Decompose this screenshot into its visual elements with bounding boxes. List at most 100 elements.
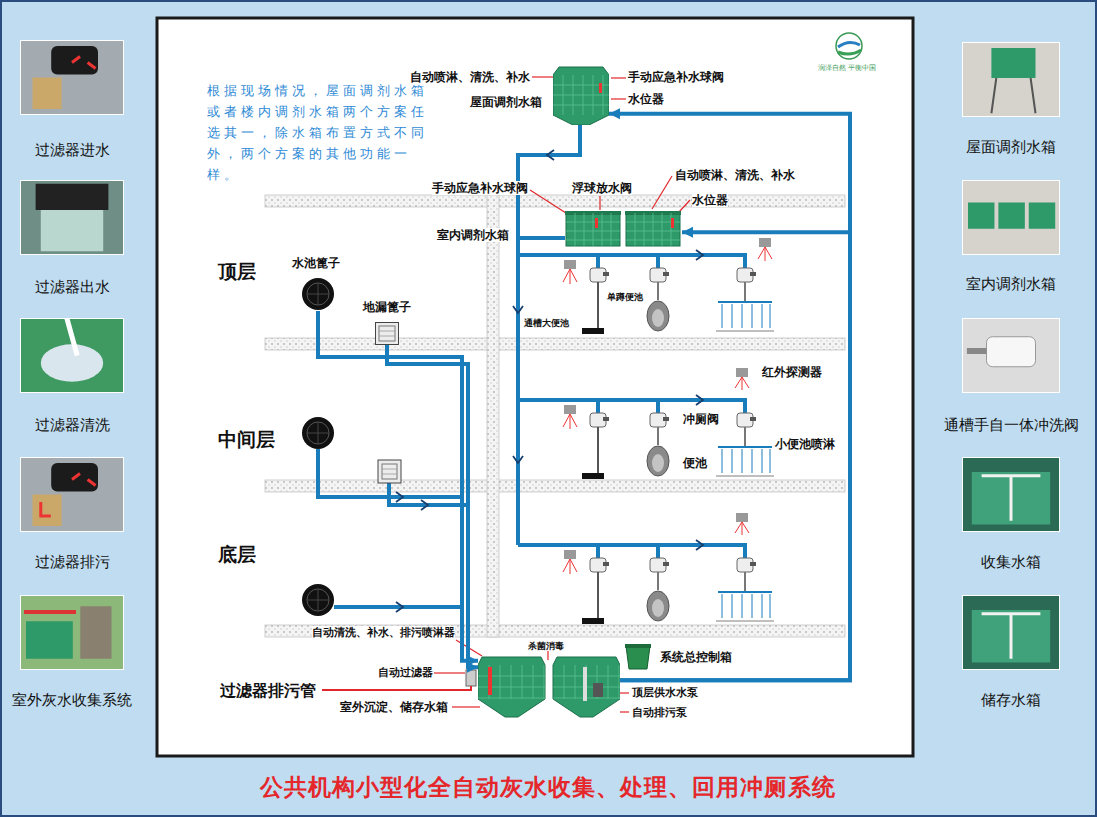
photo xyxy=(982,476,1041,521)
infrared-sensor xyxy=(735,238,772,535)
photo xyxy=(32,78,61,110)
equipment-shape xyxy=(635,213,636,246)
part-label: 手动应急补水球阀 xyxy=(432,181,528,195)
floor-drain xyxy=(382,464,397,479)
leader-line xyxy=(679,200,690,212)
floor-drain xyxy=(307,422,329,444)
equipment-shape xyxy=(564,665,565,699)
leader-line xyxy=(620,692,629,693)
fixture-group xyxy=(518,545,774,624)
photo xyxy=(20,457,124,532)
leader-line xyxy=(652,176,672,209)
arrowhead xyxy=(682,227,693,238)
photo xyxy=(962,180,1060,255)
leader-line xyxy=(620,711,629,712)
equipment-node: 地漏篦子 xyxy=(375,322,399,345)
equipment-shape xyxy=(301,277,335,311)
part-label: 手动应急补水球阀 xyxy=(628,70,724,84)
photo xyxy=(962,457,1060,532)
photo xyxy=(962,595,1060,670)
fixture-group xyxy=(518,400,774,479)
equipment-shape xyxy=(553,95,609,96)
floor-drain xyxy=(307,422,329,444)
photo-panel: 室内调剂水箱 xyxy=(962,180,1060,255)
photo xyxy=(962,180,1060,255)
fixture-group xyxy=(563,269,577,284)
part-label: 红外探测器 xyxy=(762,365,822,379)
fixture-group xyxy=(744,282,746,302)
photo-panel: 通槽手自一体冲洗阀 xyxy=(962,318,1060,393)
equipment-shape xyxy=(644,213,645,246)
equipment-node: 屋面调剂水箱 xyxy=(553,63,609,125)
note-text: 根据现场情况，屋面调剂水箱或者楼内调剂水箱两个方案任选其一，除水箱布置方式不同外… xyxy=(207,80,435,185)
floor-drain xyxy=(378,460,401,483)
photo-caption: 室外灰水收集系统 xyxy=(12,691,132,709)
equipment-label: 水池篦子 xyxy=(292,256,340,270)
flow-chevron xyxy=(513,306,523,313)
equipment-shape xyxy=(565,210,682,247)
floor-slab xyxy=(487,195,499,637)
leader-line xyxy=(434,672,465,673)
part-label: 冲厕阀 xyxy=(683,412,719,426)
drain-pipe xyxy=(322,686,471,690)
fixture-group xyxy=(663,272,669,276)
floor-drain xyxy=(302,417,401,616)
part-label: 顶层供水水泵 xyxy=(632,686,698,699)
equipment-node: 水池篦子 xyxy=(301,277,335,311)
equipment-shape xyxy=(553,63,609,125)
equipment-node: 系统总控制箱 xyxy=(624,643,652,670)
floor-drain xyxy=(302,584,334,616)
photo xyxy=(21,596,124,670)
equipment-shape xyxy=(379,331,395,336)
equipment-node: 室内调剂水箱 xyxy=(565,210,682,247)
equipment-shape xyxy=(626,240,680,241)
part-label: 单蹲便池 xyxy=(607,292,643,303)
equipment-shape xyxy=(478,698,545,699)
photo xyxy=(962,42,1060,117)
infrared-sensor xyxy=(735,522,749,535)
infrared-sensor xyxy=(736,513,748,522)
photo xyxy=(962,42,1060,117)
leader-line xyxy=(547,651,548,660)
photo xyxy=(41,210,103,251)
equipment-shape xyxy=(575,213,576,246)
equipment-label: 系统总控制箱 xyxy=(660,650,732,664)
floor-slab xyxy=(265,480,845,492)
photo xyxy=(991,78,1035,113)
photo xyxy=(20,180,124,255)
infrared-sensor xyxy=(735,377,749,390)
photo-panel: 室外灰水收集系统 xyxy=(20,595,124,670)
fixture-group xyxy=(518,255,774,334)
fixture-group xyxy=(647,301,669,331)
photo xyxy=(963,43,1060,117)
photo xyxy=(1029,203,1055,229)
floor-label: 中间层 xyxy=(218,428,275,451)
photo xyxy=(32,495,61,527)
flow-chevron xyxy=(396,492,403,502)
flow-chevron xyxy=(396,602,403,612)
photo-caption: 屋面调剂水箱 xyxy=(966,138,1056,156)
fixture-group xyxy=(750,272,756,276)
part-label: 自动清洗、补水、排污喷淋器 xyxy=(312,626,455,639)
photo xyxy=(20,595,124,670)
equipment-shape xyxy=(488,667,492,695)
photo xyxy=(67,318,77,356)
equipment-shape xyxy=(608,665,609,699)
photo xyxy=(987,337,1036,367)
equipment-shape xyxy=(575,665,576,699)
equipment-shape xyxy=(478,657,545,717)
photo-panel: 屋面调剂水箱 xyxy=(962,42,1060,117)
title: 公共机构小型化全自动灰水收集、处理、回用冲厕系统 xyxy=(260,774,836,802)
photo xyxy=(972,472,1050,525)
photo-panel: 收集水箱 xyxy=(962,457,1060,532)
photo xyxy=(72,474,96,486)
pipe-connector xyxy=(620,232,850,680)
photo-caption: 通槽手自一体冲洗阀 xyxy=(944,416,1079,434)
flow-chevron xyxy=(513,456,523,463)
photo-caption: 过滤器排污 xyxy=(35,553,110,571)
leader-line xyxy=(532,76,553,77)
photo-panel: 过滤器清洗 xyxy=(20,318,124,393)
equipment-shape xyxy=(653,213,654,246)
equipment-shape xyxy=(611,213,612,246)
